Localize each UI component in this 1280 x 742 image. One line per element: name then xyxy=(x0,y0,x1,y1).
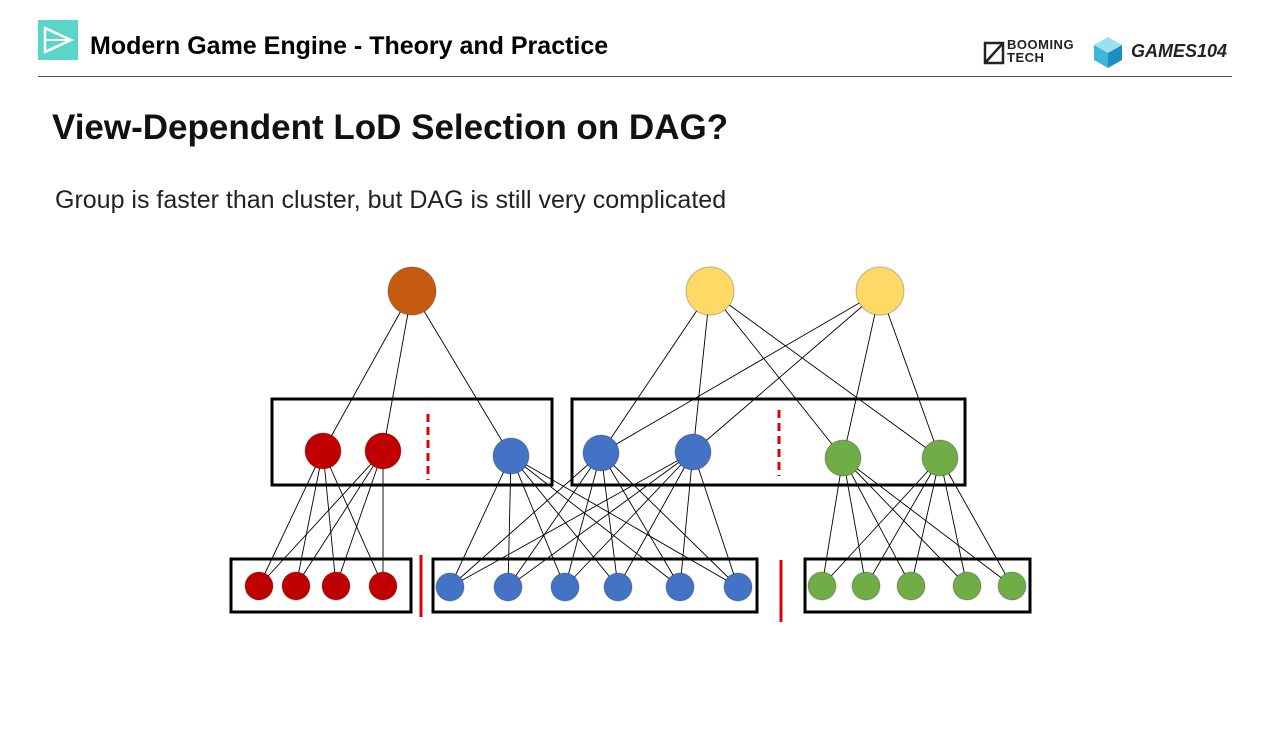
node-B14 xyxy=(997,571,1027,601)
edge-M6-B11 xyxy=(865,457,941,587)
games104-cube-icon xyxy=(1094,37,1122,68)
edge-T0-M0 xyxy=(322,290,413,452)
edge-M5-B12 xyxy=(842,457,912,587)
games104-wordmark: GAMES104 xyxy=(1131,41,1228,61)
edge-M1-B2 xyxy=(335,450,384,587)
edge-M3-B6 xyxy=(564,452,602,588)
group-box-1 xyxy=(570,397,967,487)
dag-nodes xyxy=(244,266,1027,602)
edge-M0-B0 xyxy=(258,450,324,587)
node-B2 xyxy=(321,571,351,601)
edge-T2-M4 xyxy=(692,290,881,453)
node-M2 xyxy=(492,437,530,475)
node-M3 xyxy=(582,434,620,472)
node-B6 xyxy=(550,572,580,602)
edge-T0-M1 xyxy=(382,290,413,452)
course-title: Modern Game Engine - Theory and Practice xyxy=(90,32,609,60)
node-T1 xyxy=(685,266,735,316)
node-M5 xyxy=(824,439,862,477)
edge-M3-B9 xyxy=(600,452,739,588)
node-B7 xyxy=(603,572,633,602)
edge-M3-B8 xyxy=(600,452,681,588)
edge-M1-B1 xyxy=(295,450,384,587)
edge-M2-B4 xyxy=(449,455,512,588)
edge-T2-M5 xyxy=(842,290,881,459)
edge-M1-B0 xyxy=(258,450,384,587)
booming-tech-logo-icon xyxy=(983,41,1005,65)
edge-M3-B4 xyxy=(449,452,602,588)
node-B13 xyxy=(952,571,982,601)
node-T2 xyxy=(855,266,905,316)
edge-T2-M6 xyxy=(879,290,941,459)
edge-M3-B7 xyxy=(600,452,619,588)
edge-T1-M3 xyxy=(600,290,711,454)
edge-M4-B5 xyxy=(507,451,694,588)
node-M4 xyxy=(674,433,712,471)
edge-M2-B8 xyxy=(510,455,681,588)
edge-M5-B11 xyxy=(842,457,867,587)
edge-M3-B5 xyxy=(507,452,602,588)
edge-T2-M3 xyxy=(600,290,881,454)
edge-M4-B9 xyxy=(692,451,739,588)
edge-T1-M6 xyxy=(709,290,941,459)
edge-M2-B9 xyxy=(510,455,739,588)
edge-M2-B7 xyxy=(510,455,619,588)
edge-T0-M2 xyxy=(411,290,512,457)
node-B0 xyxy=(244,571,274,601)
edge-T1-M4 xyxy=(692,290,711,453)
header-divider xyxy=(38,76,1232,77)
booming-text: BOOMING xyxy=(1007,37,1075,52)
node-B1 xyxy=(281,571,311,601)
node-B12 xyxy=(896,571,926,601)
edge-M5-B10 xyxy=(821,457,844,587)
node-M1 xyxy=(364,432,402,470)
edge-M0-B1 xyxy=(295,450,324,587)
group-dividers xyxy=(419,410,783,622)
edge-M6-B13 xyxy=(939,457,968,587)
edge-M5-B13 xyxy=(842,457,968,587)
node-M6 xyxy=(921,439,959,477)
node-B11 xyxy=(851,571,881,601)
edge-M6-B12 xyxy=(910,457,941,587)
group-boxes xyxy=(229,397,1032,614)
edge-M4-B6 xyxy=(564,451,694,588)
tech-text: TECH xyxy=(1007,50,1045,65)
edge-M6-B14 xyxy=(939,457,1013,587)
node-B10 xyxy=(807,571,837,601)
slide-logo-icon xyxy=(38,20,78,60)
slide-subtitle: Group is faster than cluster, but DAG is… xyxy=(55,186,727,214)
node-B9 xyxy=(723,572,753,602)
group-box-0 xyxy=(270,397,554,487)
group-box-2 xyxy=(229,557,413,614)
node-T0 xyxy=(387,266,437,316)
node-M0 xyxy=(304,432,342,470)
edge-M2-B5 xyxy=(507,455,512,588)
group-box-3 xyxy=(431,557,759,614)
edge-M0-B2 xyxy=(322,450,337,587)
edge-M4-B8 xyxy=(679,451,694,588)
node-B5 xyxy=(493,572,523,602)
dag-edges xyxy=(258,290,1013,588)
slide-title: View-Dependent LoD Selection on DAG? xyxy=(52,108,729,147)
edge-M0-B3 xyxy=(322,450,384,587)
node-B4 xyxy=(435,572,465,602)
edge-M4-B7 xyxy=(617,451,694,588)
node-B3 xyxy=(368,571,398,601)
booming-tech-wordmark: BOOMING TECH xyxy=(1007,38,1074,64)
edge-M4-B4 xyxy=(449,451,694,588)
group-box-4 xyxy=(803,557,1032,614)
edge-M2-B6 xyxy=(510,455,566,588)
edge-T1-M5 xyxy=(709,290,844,459)
edge-M6-B10 xyxy=(821,457,941,587)
edge-M5-B14 xyxy=(842,457,1013,587)
node-B8 xyxy=(665,572,695,602)
